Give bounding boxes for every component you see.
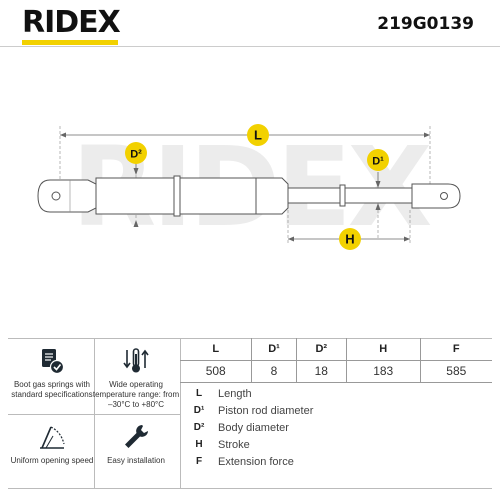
body-diameter-label: D² xyxy=(130,149,142,161)
legend-text: Length xyxy=(218,387,252,400)
features-vertical-divider xyxy=(94,338,95,488)
cylinder-neck xyxy=(255,177,289,215)
stroke-label: H xyxy=(345,232,354,247)
spec-value-row: 508 8 18 183 585 xyxy=(180,360,492,383)
left-mount-hole xyxy=(51,191,61,201)
wrench-icon xyxy=(125,425,148,448)
body-diameter-badge: D² xyxy=(125,142,147,164)
legend-text: Piston rod diameter xyxy=(218,404,314,417)
spec-table-container: L D¹ D² H F 508 8 18 183 585 xyxy=(180,338,492,383)
header-divider xyxy=(0,46,500,47)
legend-text: Stroke xyxy=(218,438,250,451)
spec-header-rod-diameter: D¹ xyxy=(251,338,297,361)
right-end-fitting xyxy=(411,183,461,209)
feature-standard-specs: Boot gas springs with standard specifica… xyxy=(8,346,96,400)
legend-key: D¹ xyxy=(193,405,205,416)
feature-uniform-speed-label: Uniform opening speed xyxy=(10,456,94,465)
legend-key: D² xyxy=(193,422,205,433)
body-ring xyxy=(173,175,181,217)
rod-collar xyxy=(339,184,346,207)
spec-header-row: L D¹ D² H F xyxy=(180,338,492,361)
brand-underline xyxy=(22,40,118,45)
spec-header-length: L xyxy=(180,338,252,361)
rod-diameter-dimension xyxy=(375,172,381,240)
features-mid-divider xyxy=(8,414,180,415)
legend-key: H xyxy=(195,439,203,450)
feature-uniform-speed: Uniform opening speed xyxy=(8,422,96,466)
legend-row: D² Body diameter xyxy=(180,419,492,436)
feature-easy-installation: Easy installation xyxy=(92,422,180,466)
length-badge: L xyxy=(247,124,269,146)
brand-logo: RIDEX xyxy=(22,5,121,40)
spec-header-body-diameter: D² xyxy=(295,338,347,361)
legend-row: H Stroke xyxy=(180,436,492,453)
spec-header-force: F xyxy=(419,338,492,361)
piston-rod xyxy=(287,187,413,204)
left-end-fitting xyxy=(37,179,97,213)
spec-table: L D¹ D² H F 508 8 18 183 585 xyxy=(180,338,492,383)
spec-value-stroke: 183 xyxy=(345,360,421,383)
spec-header-stroke: H xyxy=(345,338,421,361)
gas-spring xyxy=(37,175,461,217)
feature-easy-installation-label: Easy installation xyxy=(107,456,165,465)
legend-row: L Length xyxy=(180,385,492,402)
legend-text: Body diameter xyxy=(218,421,289,434)
thermometer-arrows-icon xyxy=(123,348,149,373)
spec-legend: L Length D¹ Piston rod diameter D² Body … xyxy=(180,385,492,470)
rod-diameter-label: D¹ xyxy=(372,156,384,168)
spec-value-rod-diameter: 8 xyxy=(251,360,297,383)
spec-value-body-diameter: 18 xyxy=(295,360,347,383)
features-bottom-divider xyxy=(8,488,492,489)
legend-key: F xyxy=(195,456,203,467)
length-dimension xyxy=(59,126,431,190)
length-label: L xyxy=(254,128,262,143)
rod-diameter-badge: D¹ xyxy=(367,149,389,171)
legend-row: D¹ Piston rod diameter xyxy=(180,402,492,419)
opening-angle-icon xyxy=(40,426,65,449)
part-number: 219G0139 xyxy=(377,14,474,34)
gas-spring-check-icon xyxy=(42,349,65,375)
gas-spring-drawing: RIDEX L D² xyxy=(37,123,461,251)
stroke-badge: H xyxy=(339,228,361,250)
spec-value-force: 585 xyxy=(419,360,492,383)
legend-text: Extension force xyxy=(218,455,294,468)
legend-row: F Extension force xyxy=(180,453,492,470)
legend-key: L xyxy=(195,388,203,399)
features-right-divider xyxy=(180,338,181,488)
right-mount-hole xyxy=(440,192,448,200)
feature-temperature-range: Wide operating temperature range: from –… xyxy=(92,346,180,410)
spec-value-length: 508 xyxy=(180,360,252,383)
feature-standard-specs-label: Boot gas springs with standard specifica… xyxy=(11,380,93,399)
feature-temperature-range-label: Wide operating temperature range: from –… xyxy=(92,380,180,409)
